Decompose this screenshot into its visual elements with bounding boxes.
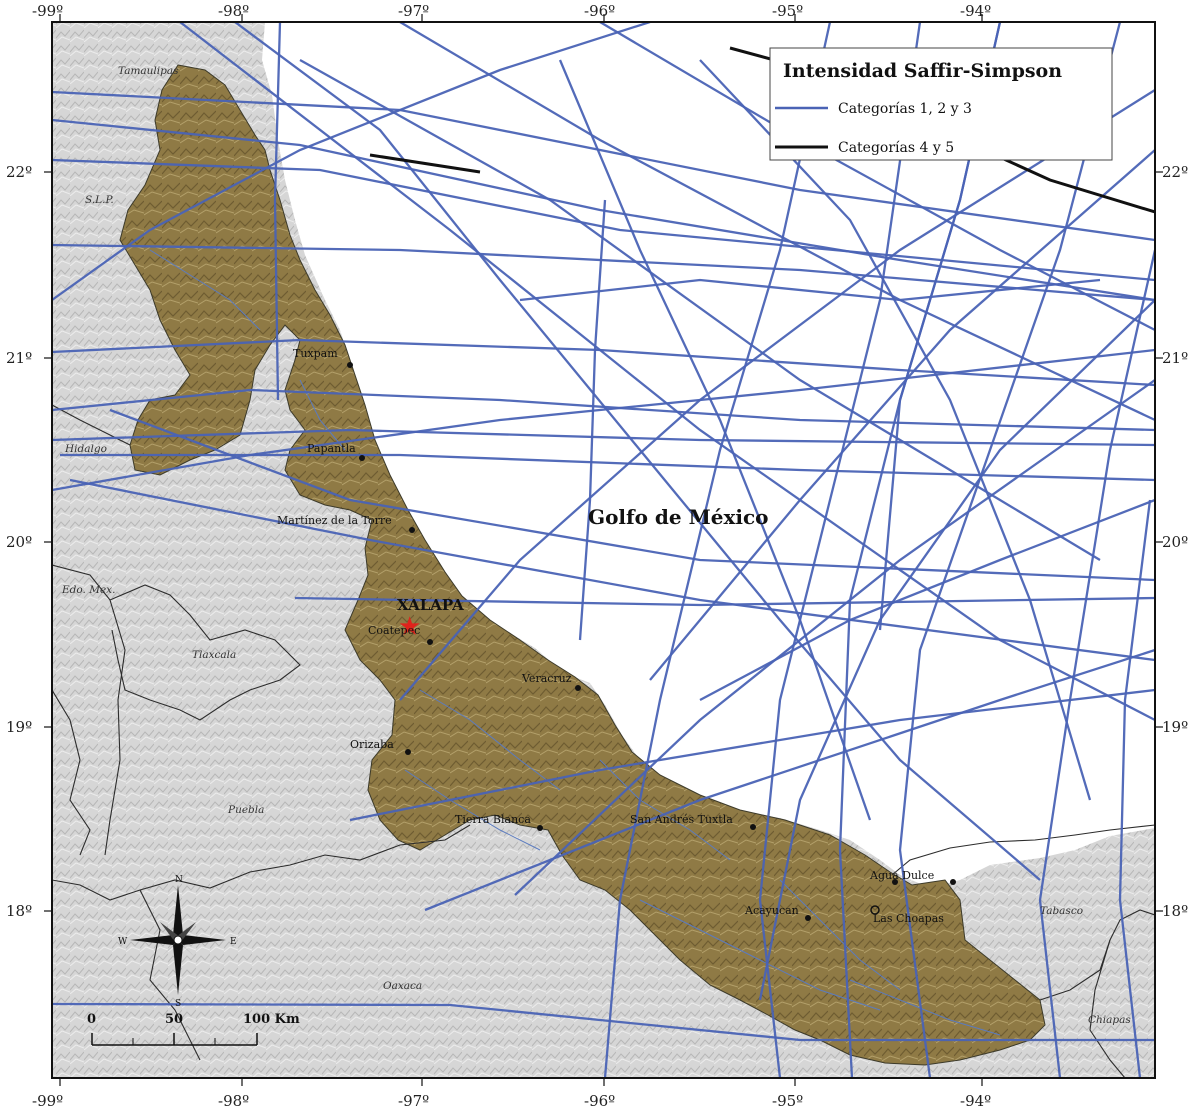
city-label-san-andres: San Andrés Tuxtla xyxy=(630,813,733,826)
lat-tick-left: 20º xyxy=(6,533,32,551)
tracks-cat123 xyxy=(52,22,1155,1078)
city-label-tuxpam: Tuxpam xyxy=(293,347,338,360)
state-label-tlaxcala: Tlaxcala xyxy=(192,649,236,661)
compass-e: E xyxy=(230,937,237,947)
lat-tick-left: 22º xyxy=(6,163,32,181)
city-label-veracruz: Veracruz xyxy=(521,672,572,685)
state-label-tabasco: Tabasco xyxy=(1040,905,1083,917)
city-label-las-choapas: Las Choapas xyxy=(873,912,944,925)
city-label-agua-dulce: Agua Dulce xyxy=(869,869,934,882)
state-label-slp: S.L.P. xyxy=(85,194,114,206)
state-label-oaxaca: Oaxaca xyxy=(383,980,422,992)
lon-tick-bottom: -95º xyxy=(772,1092,803,1110)
compass-w: W xyxy=(118,937,128,947)
lon-tick-top: -97º xyxy=(398,2,429,20)
state-borders xyxy=(52,404,1155,1078)
sea-label: Golfo de México xyxy=(588,505,769,529)
state-label-hidalgo: Hidalgo xyxy=(64,443,107,455)
state-label-chiapas: Chiapas xyxy=(1088,1014,1131,1026)
scale-label-0: 0 xyxy=(87,1012,96,1027)
compass-rose: N W E S xyxy=(118,875,237,1009)
legend-item-cat45: Categorías 4 y 5 xyxy=(838,140,954,156)
lat-tick-right: 20º xyxy=(1162,533,1188,551)
city-label-papantla: Papantla xyxy=(307,442,356,455)
lon-tick-bottom: -99º xyxy=(32,1092,63,1110)
lon-tick-bottom: -98º xyxy=(218,1092,249,1110)
tick-marks xyxy=(44,14,1163,1086)
state-label-edomex: Edo. Mex. xyxy=(61,584,115,596)
lat-tick-right: 22º xyxy=(1162,163,1188,181)
city-label-coatepec: Coatepec xyxy=(368,624,420,637)
city-label-orizaba: Orizaba xyxy=(350,738,394,751)
scale-bar: 0 50 100 Km xyxy=(87,1012,300,1046)
lon-tick-top: -94º xyxy=(960,2,991,20)
legend-title: Intensidad Saffir-Simpson xyxy=(783,60,1062,82)
compass-s: S xyxy=(175,999,181,1009)
city-label-acayucan: Acayucan xyxy=(744,904,799,917)
lat-tick-right: 21º xyxy=(1162,349,1188,367)
lon-tick-top: -95º xyxy=(772,2,803,20)
lon-tick-bottom: -96º xyxy=(584,1092,615,1110)
city-label-tierra-blanca: Tierra Blanca xyxy=(455,813,531,826)
lat-tick-left: 21º xyxy=(6,349,32,367)
lon-tick-bottom: -97º xyxy=(398,1092,429,1110)
lon-tick-top: -98º xyxy=(218,2,249,20)
scale-label-100: 100 Km xyxy=(243,1012,300,1027)
legend-item-cat123: Categorías 1, 2 y 3 xyxy=(838,101,972,117)
city-markers xyxy=(347,362,956,921)
state-label-tamaulipas: Tamaulipas xyxy=(118,65,179,77)
lon-tick-top: -96º xyxy=(584,2,615,20)
legend: Intensidad Saffir-Simpson Categorías 1, … xyxy=(769,47,1113,161)
lat-tick-right: 18º xyxy=(1162,902,1188,920)
city-label-martinez: Martínez de la Torre xyxy=(277,514,392,527)
lat-tick-left: 19º xyxy=(6,718,32,736)
sea-area xyxy=(262,22,1155,888)
lat-tick-left: 18º xyxy=(6,902,32,920)
state-label-puebla: Puebla xyxy=(227,804,264,816)
lat-tick-right: 19º xyxy=(1162,718,1188,736)
lon-tick-bottom: -94º xyxy=(960,1092,991,1110)
compass-n: N xyxy=(175,875,183,885)
capital-marker-icon: ★ xyxy=(398,612,421,642)
lon-tick-top: -99º xyxy=(32,2,63,20)
scale-label-50: 50 xyxy=(165,1012,183,1027)
capital-label: XALAPA xyxy=(397,596,464,614)
